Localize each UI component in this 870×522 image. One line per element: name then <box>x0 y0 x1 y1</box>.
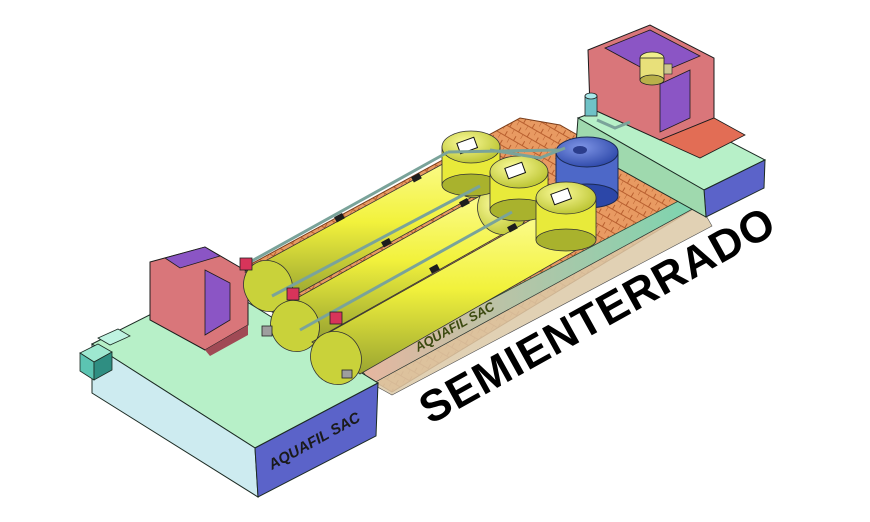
pit-wall-mesh <box>371 204 713 396</box>
vertical-tank-3 <box>535 181 597 252</box>
front-slab-front-side <box>254 382 379 498</box>
filter-cylinder-icon <box>584 92 598 117</box>
pipe-rack <box>249 146 566 332</box>
pump-icon <box>639 51 673 86</box>
left-pump-room <box>149 246 249 356</box>
valve-icon <box>239 257 353 379</box>
control-box-icon <box>79 328 131 381</box>
pipe-right <box>596 118 631 130</box>
tank-hatches <box>334 173 518 274</box>
manhole-icon <box>456 136 573 206</box>
